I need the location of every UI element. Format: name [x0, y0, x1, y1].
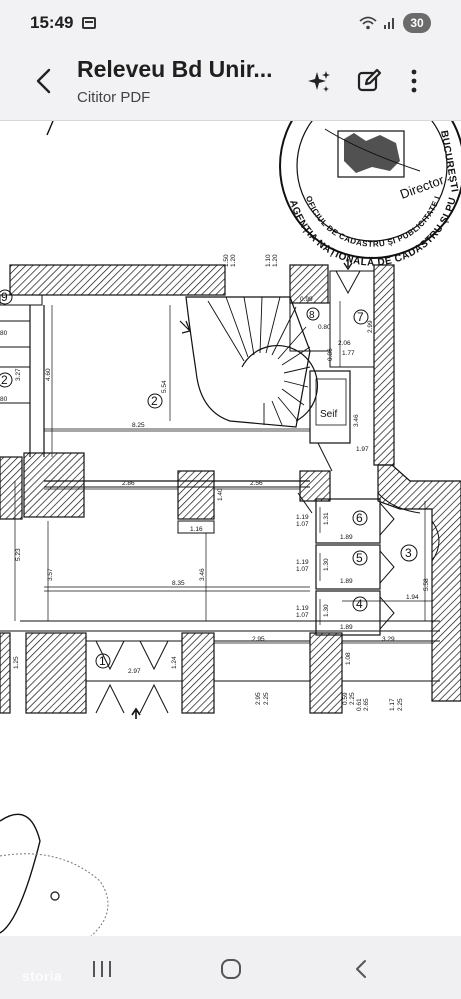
document-title: Releveu Bd Unir... [77, 56, 273, 82]
room-labels: 2 2 9 1 3 4 5 6 7 8 Seif [0, 289, 418, 669]
dim-label: 1.30 [323, 604, 330, 617]
room-5-label: 5 [356, 551, 363, 565]
dim-label: 3.29 [382, 636, 395, 643]
dim-label: 2.97 [128, 668, 141, 675]
dim-label: 4.60 [45, 368, 52, 381]
room-1-label: 1 [99, 654, 106, 668]
dim-label: 0.80 [318, 324, 331, 331]
room-6-label: 6 [356, 511, 363, 525]
dim-label: 1.50 [223, 254, 230, 267]
room-2-label: 2 [151, 394, 158, 408]
spiral-staircase [185, 296, 318, 428]
nav-back-icon[interactable] [350, 958, 372, 980]
dim-label: 1.19 [296, 514, 309, 521]
dim-label: 1.89 [340, 624, 353, 631]
dim-label: 1.20 [272, 254, 279, 267]
dim-label: 1.07 [296, 612, 309, 619]
floor-plan-drawing: AGENȚIA NAȚIONALĂ DE CADASTRU ȘI PUBLICI… [0, 121, 461, 937]
dim-label: 80 [0, 330, 8, 337]
dim-label: 3.46 [199, 568, 206, 581]
dim-label: 1.08 [345, 652, 352, 665]
dimension-labels: 8.25 5.54 4.60 3.27 80 80 2.86 2.56 1.16… [0, 254, 430, 711]
signal-icon [384, 18, 394, 29]
seif-label: Seif [320, 409, 337, 420]
dim-label: 5.58 [423, 578, 430, 591]
dim-label: 8.35 [172, 580, 185, 587]
room-2-left-label: 2 [1, 373, 8, 387]
back-icon[interactable] [28, 64, 62, 98]
battery-icon: 30 [403, 13, 431, 33]
dim-label: 1.17 [389, 698, 396, 711]
sparkle-ai-icon[interactable] [305, 68, 333, 96]
room-9-label: 9 [1, 290, 8, 304]
dim-label: 2.25 [263, 692, 270, 705]
room-8-label: 8 [309, 310, 315, 321]
dim-label: 2.25 [397, 698, 404, 711]
dim-label: 1.89 [340, 534, 353, 541]
dim-label: 1.89 [340, 578, 353, 585]
status-icons: 30 [359, 12, 431, 34]
home-icon[interactable] [220, 958, 242, 980]
room-7-label: 7 [357, 310, 364, 324]
door-swings [95, 270, 440, 714]
dim-label: 5.54 [161, 380, 168, 393]
watermark-text: storia [22, 968, 62, 984]
dim-label: 2.65 [363, 698, 370, 711]
dim-label: 8.25 [132, 422, 145, 429]
app-subtitle: Cititor PDF [77, 89, 151, 106]
dim-label: 1.77 [342, 350, 355, 357]
dim-label: 2.95 [252, 636, 265, 643]
dim-label: 1.40 [217, 488, 224, 501]
more-vert-icon[interactable] [402, 67, 426, 95]
dim-label: 1.07 [296, 521, 309, 528]
dim-label: 5.23 [15, 548, 22, 561]
dim-label: 3.46 [353, 414, 360, 427]
app-bar: Releveu Bd Unir... Cititor PDF [0, 46, 461, 120]
room-4-label: 4 [356, 597, 363, 611]
dim-label: 0.61 [356, 698, 363, 711]
dim-label: 1.19 [296, 605, 309, 612]
dim-label: 3.27 [15, 368, 22, 381]
dim-label: 2.25 [349, 692, 356, 705]
stamp: AGENȚIA NAȚIONALĂ DE CADASTRU ȘI PUBLICI… [0, 121, 461, 269]
dim-label: 1.24 [171, 656, 178, 669]
dim-label: 1.97 [356, 446, 369, 453]
dim-label: 1.07 [296, 566, 309, 573]
dim-label: 3.57 [47, 568, 54, 581]
dim-label: 0.59 [342, 692, 349, 705]
dim-label: 2.56 [250, 480, 263, 487]
dim-label: 1.16 [190, 526, 203, 533]
dim-label: 1.31 [323, 512, 330, 525]
edit-icon[interactable] [355, 67, 383, 95]
dim-label: 80 [0, 396, 8, 403]
wifi-icon [359, 16, 377, 30]
dim-label: 1.19 [296, 559, 309, 566]
note-icon [82, 17, 96, 29]
pdf-page[interactable]: AGENȚIA NAȚIONALĂ DE CADASTRU ȘI PUBLICI… [0, 120, 461, 937]
dim-label: 2.06 [338, 340, 351, 347]
dim-label: 0.99 [300, 296, 313, 303]
dim-label: 2.95 [255, 692, 262, 705]
status-time: 15:49 [30, 13, 74, 32]
dim-label: 1.25 [13, 656, 20, 669]
system-nav-bar: storia [0, 936, 461, 999]
recent-apps-icon[interactable] [90, 960, 114, 978]
dim-label: 1.30 [323, 558, 330, 571]
dim-label: 1.10 [265, 254, 272, 267]
dim-label: 2.99 [367, 320, 374, 333]
dim-label: 2.86 [122, 480, 135, 487]
dim-label: 1.20 [230, 254, 237, 267]
dim-label: 0.86 [327, 348, 334, 361]
status-bar: 15:49 30 [0, 0, 461, 46]
dim-label: 1.94 [406, 594, 419, 601]
room-3-label: 3 [405, 546, 412, 560]
